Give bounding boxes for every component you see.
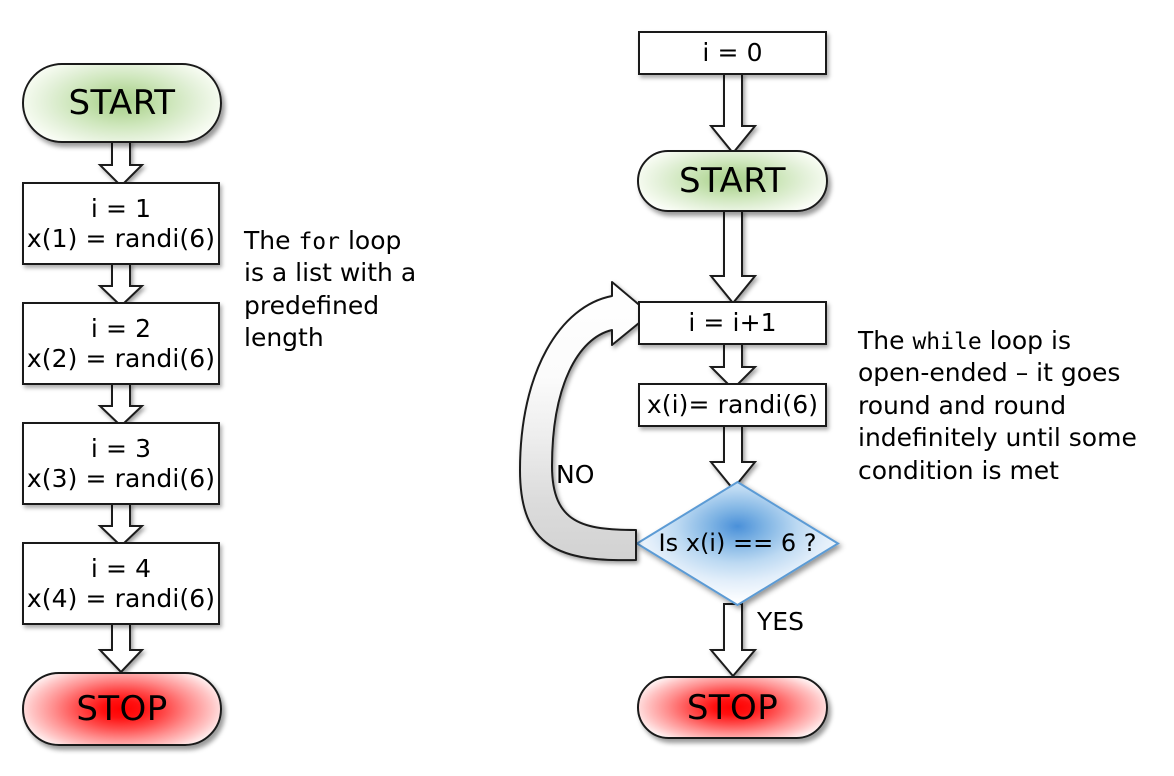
for-step-1-line-1: i = 1 [90, 194, 152, 223]
while-init-label: i = 0 [702, 38, 763, 68]
arrow-start-to-increment [708, 210, 758, 305]
for-start-label: START [68, 83, 176, 123]
while-start-terminator[interactable]: START [637, 150, 828, 212]
arrow-decision-yes-to-stop [708, 603, 758, 678]
arrow-init-to-start [708, 73, 758, 155]
for-note-part-2: loop is a list with a predefined length [244, 225, 417, 353]
while-yes-edge-label: YES [757, 607, 804, 636]
arrow-step4-to-stop [97, 623, 145, 674]
while-loop-note: The while loop is open-ended – it goes r… [858, 292, 1158, 487]
while-note-part-2: loop is open-ended – it goes round and r… [858, 325, 1137, 485]
for-step-3-line-1: i = 3 [90, 434, 152, 463]
while-decision-diamond[interactable]: Is x(i) == 6 ? [637, 482, 838, 605]
while-assign-label: x(i)= randi(6) [646, 390, 819, 420]
for-step-2-line-2: x(2) = randi(6) [26, 343, 216, 373]
for-loop-note: The for loop is a list with a predefined… [244, 192, 454, 355]
for-start-terminator[interactable]: START [22, 63, 222, 143]
loop-back-arrow-no [519, 281, 651, 562]
while-assign-box[interactable]: x(i)= randi(6) [638, 383, 827, 427]
while-no-label-text: NO [556, 460, 595, 489]
while-increment-box[interactable]: i = i+1 [638, 301, 827, 345]
for-note-part-1: The [244, 225, 299, 255]
while-note-part-1: The [858, 325, 913, 355]
decision-diamond-shape [635, 480, 840, 607]
while-decision-label: Is x(i) == 6 ? [658, 529, 817, 557]
for-step-4-box[interactable]: i = 4 x(4) = randi(6) [22, 542, 220, 625]
arrow-step2-to-step3 [97, 383, 145, 428]
while-yes-label-text: YES [757, 607, 804, 636]
for-stop-terminator[interactable]: STOP [22, 672, 222, 746]
arrow-step1-to-step2 [97, 263, 145, 308]
for-step-3-box[interactable]: i = 3 x(3) = randi(6) [22, 422, 220, 505]
arrow-start-to-step1 [97, 140, 145, 188]
while-stop-terminator[interactable]: STOP [637, 676, 828, 739]
for-step-1-box[interactable]: i = 1 x(1) = randi(6) [22, 182, 220, 265]
for-step-1-line-2: x(1) = randi(6) [26, 223, 216, 253]
for-step-3-line-2: x(3) = randi(6) [26, 463, 216, 493]
for-step-4-line-2: x(4) = randi(6) [26, 583, 216, 613]
while-start-label: START [679, 161, 786, 201]
arrow-step3-to-step4 [97, 503, 145, 548]
arrow-increment-to-assign [708, 343, 758, 391]
for-step-4-line-1: i = 4 [90, 554, 152, 583]
arrow-assign-to-decision [708, 425, 758, 491]
while-stop-label: STOP [686, 687, 779, 728]
for-note-keyword: for [298, 228, 340, 255]
for-step-2-line-1: i = 2 [90, 314, 152, 343]
for-step-2-box[interactable]: i = 2 x(2) = randi(6) [22, 302, 220, 385]
while-init-box[interactable]: i = 0 [638, 31, 827, 75]
while-increment-label: i = i+1 [688, 308, 777, 338]
while-note-keyword: while [912, 328, 982, 355]
for-stop-label: STOP [76, 689, 168, 729]
while-no-edge-label: NO [556, 460, 594, 489]
